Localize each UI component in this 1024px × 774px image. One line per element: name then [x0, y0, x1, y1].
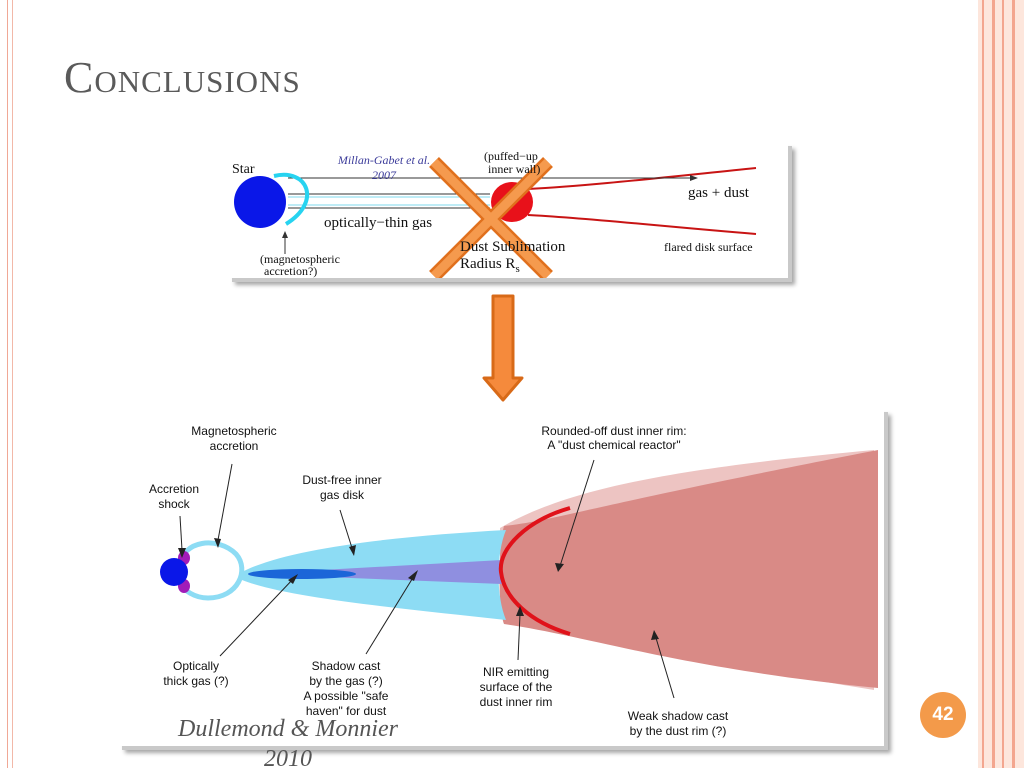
- ray-arrowhead: [690, 175, 698, 181]
- star-disk: [234, 176, 286, 228]
- dustfree-label: Dust-free inner: [302, 473, 381, 487]
- thick-gas-label: thick gas (?): [163, 674, 228, 688]
- shock-label: shock: [158, 497, 190, 511]
- radius-subscript: s: [515, 263, 519, 275]
- citation-year: 2007: [372, 168, 397, 182]
- rim-label: A "dust chemical reactor": [547, 438, 680, 452]
- pointer-head: [555, 563, 564, 572]
- top-diagram-panel: Star Millan-Gabet et al. 2007 (puffed−up…: [228, 142, 788, 278]
- weak-shadow-label: by the dust rim (?): [630, 724, 727, 738]
- pointer-head: [516, 606, 524, 616]
- gas-shadow: [250, 560, 502, 584]
- magneto-label: accretion: [210, 439, 259, 453]
- dust-inner-rim: [498, 506, 571, 636]
- pointer-head: [408, 570, 418, 581]
- flared-surface-label: flared disk surface: [664, 240, 753, 254]
- rim-label: Rounded-off dust inner rim:: [541, 424, 686, 438]
- figure-credit: Dullemond & Monnier 2010: [178, 716, 398, 772]
- pointer-nir: [517, 613, 521, 661]
- shadow-label: Shadow cast: [312, 659, 381, 673]
- pointer-lines: [179, 459, 675, 699]
- pointer-head: [349, 545, 356, 556]
- dust-disk: [499, 450, 878, 688]
- citation: Millan-Gabet et al.: [337, 153, 430, 167]
- upper-disk-surface: [527, 167, 757, 190]
- nir-label: dust inner rim: [480, 695, 553, 709]
- pointer-dustfree: [339, 509, 353, 549]
- pointer-head: [651, 630, 659, 640]
- pointer-shadow: [365, 575, 415, 655]
- weak-shadow-label: Weak shadow cast: [628, 709, 729, 723]
- bottom-diagram-panel: Magnetospheric accretion Accretion shock…: [118, 408, 884, 746]
- inner-wall-label: inner wall): [488, 162, 540, 176]
- top-diagram: Star Millan-Gabet et al. 2007 (puffed−up…: [232, 149, 757, 278]
- shadow-label: haven" for dust: [306, 704, 387, 718]
- shadow-label: by the gas (?): [309, 674, 382, 688]
- magneto-pointer-head: [282, 231, 288, 238]
- right-border-line: [1002, 0, 1004, 768]
- right-border-line: [992, 0, 995, 768]
- gas-dust-label: gas + dust: [688, 185, 750, 201]
- shadow-label: A possible "safe: [304, 689, 389, 703]
- dustfree-label: gas disk: [320, 488, 365, 502]
- bottom-labels: Magnetospheric accretion Accretion shock…: [149, 424, 729, 738]
- magneto-label: accretion?): [264, 264, 317, 278]
- left-border-line: [7, 0, 8, 768]
- magnetosphere-loop: [273, 172, 309, 226]
- sublimation-radius-label: Radius Rs: [460, 256, 520, 275]
- cross-out-stroke-inner: [430, 158, 552, 278]
- pointer-heads: [178, 538, 659, 640]
- right-border-line: [982, 0, 984, 768]
- magneto-label: Magnetospheric: [191, 424, 276, 438]
- pointer-head: [178, 548, 186, 558]
- thick-gas-label: Optically: [173, 659, 219, 673]
- down-arrow: [482, 294, 524, 402]
- sublimation-label: Dust Sublimation: [460, 239, 566, 255]
- pointer-magneto: [217, 463, 233, 541]
- pointer-thick: [219, 577, 295, 657]
- shock-label: Accretion: [149, 482, 199, 496]
- inner-wall-label: (puffed−up: [484, 149, 538, 163]
- page-number-badge: 42: [920, 692, 966, 738]
- pointer-weak: [655, 637, 675, 699]
- right-border: [978, 0, 1024, 768]
- nir-label: surface of the: [480, 680, 553, 694]
- pointer-head: [214, 538, 221, 548]
- star: [160, 558, 188, 586]
- left-border: [0, 0, 13, 768]
- pointer-head: [288, 574, 298, 584]
- thick-gas: [248, 569, 356, 579]
- slide-title: Conclusions: [64, 53, 301, 102]
- bottom-diagram: Magnetospheric accretion Accretion shock…: [149, 424, 878, 738]
- pointer-rim: [559, 459, 595, 567]
- nir-label: NIR emitting: [483, 665, 549, 679]
- magneto-label: (magnetospheric: [260, 252, 340, 266]
- right-border-line: [1012, 0, 1015, 768]
- lower-disk-surface: [527, 214, 757, 235]
- radius-text: Radius R: [460, 256, 515, 272]
- pointer-shock: [179, 515, 183, 551]
- thin-gas-label: optically−thin gas: [324, 215, 432, 231]
- star-label: Star: [232, 162, 255, 177]
- magnetosphere-loop: [177, 540, 245, 601]
